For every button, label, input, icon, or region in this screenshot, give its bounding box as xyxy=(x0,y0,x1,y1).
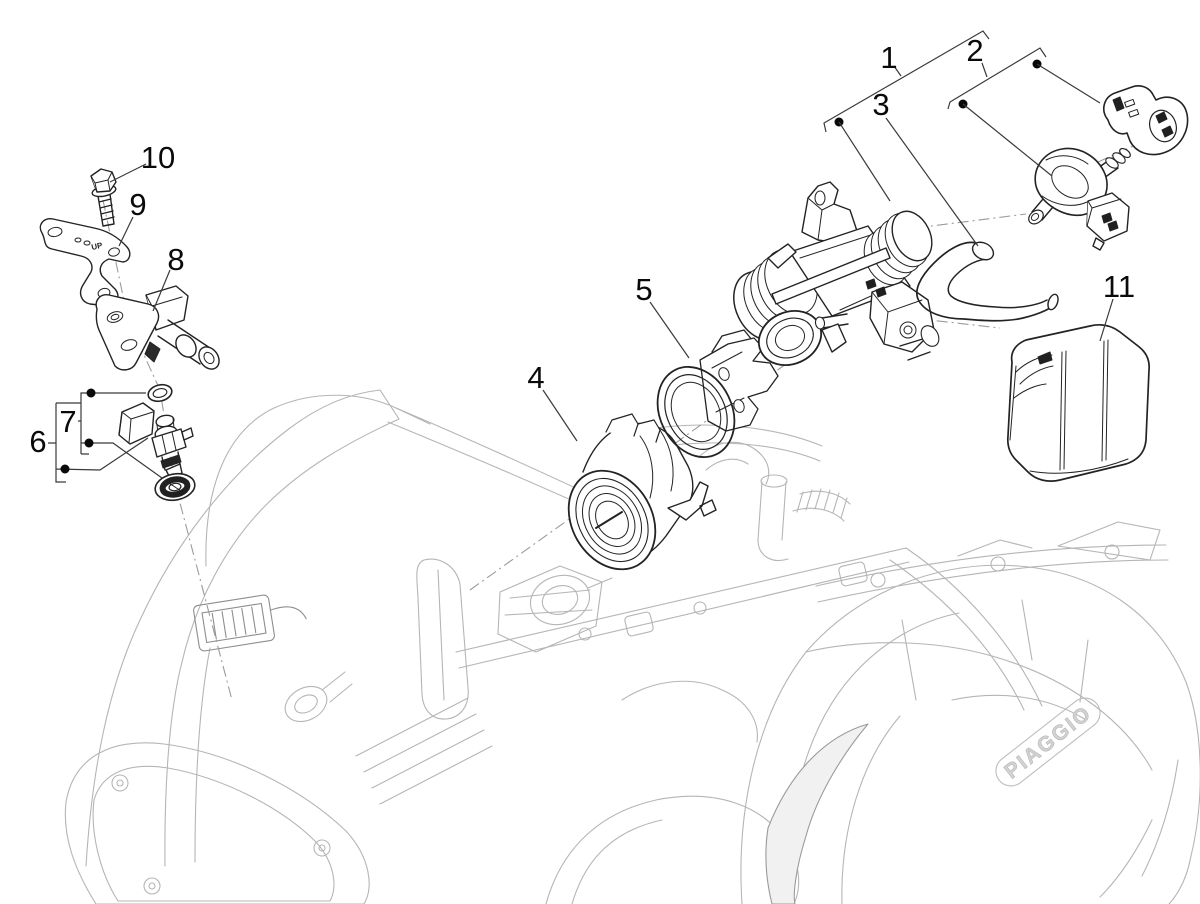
part-sensor xyxy=(95,285,220,371)
callout-7-label: 7 xyxy=(59,404,76,439)
part-purge-valve xyxy=(1028,147,1131,251)
callouts: 1 2 3 4 5 6 7 xyxy=(29,30,1135,483)
callout-3-label: 3 xyxy=(872,87,889,122)
callout-1-label: 1 xyxy=(880,40,897,75)
coolant-hose xyxy=(545,795,800,904)
frame-shroud xyxy=(205,394,431,567)
callout-6: 6 xyxy=(29,402,149,483)
callout-8: 8 xyxy=(152,242,185,312)
callout-2-dot-b xyxy=(1032,59,1042,69)
part-seal xyxy=(154,472,196,502)
part-clamp xyxy=(656,329,779,458)
intake-runner xyxy=(416,558,469,720)
callout-7: 7 xyxy=(59,388,163,479)
cvt-blade xyxy=(765,723,869,904)
up-marking-text: UP xyxy=(91,241,104,252)
part-rubber-cover xyxy=(1006,323,1150,482)
callout-5-label: 5 xyxy=(635,272,652,307)
piaggio-brand-text: PIAGGIO xyxy=(1000,701,1096,783)
callout-6-dot xyxy=(60,464,70,474)
callout-4: 4 xyxy=(527,360,578,442)
part-oring xyxy=(147,383,173,403)
frame-rail xyxy=(455,547,910,669)
ribbed-hose xyxy=(792,488,851,522)
callout-10: 10 xyxy=(109,140,175,183)
ecu-connector xyxy=(193,594,307,652)
part-injector xyxy=(118,402,194,483)
callout-7-dot-a xyxy=(86,388,96,398)
part-retaining-clip xyxy=(1103,85,1189,156)
callout-3: 3 xyxy=(872,87,979,247)
frame-downtube xyxy=(85,389,400,867)
cvt-cover xyxy=(740,564,1200,904)
callout-4-label: 4 xyxy=(527,360,544,395)
part-hose xyxy=(915,241,1059,322)
callout-7-dot-b xyxy=(84,438,94,448)
callout-2-label: 2 xyxy=(966,33,983,68)
callout-6-label: 6 xyxy=(29,424,46,459)
cylinder-fins xyxy=(355,697,493,805)
callout-1: 1 xyxy=(823,30,990,202)
part-bolt xyxy=(90,168,117,227)
callout-5: 5 xyxy=(635,272,690,359)
purge-axis xyxy=(915,213,1027,229)
callout-9: 9 xyxy=(118,187,147,247)
cover-axis xyxy=(894,315,1001,329)
part-intake-coupling xyxy=(567,413,717,571)
callout-11-label: 11 xyxy=(1103,269,1135,304)
callout-9-label: 9 xyxy=(129,187,146,222)
callout-8-label: 8 xyxy=(167,242,184,277)
piaggio-badge: PIAGGIO xyxy=(995,697,1101,787)
callout-10-label: 10 xyxy=(141,140,175,175)
callout-11: 11 xyxy=(1099,269,1135,342)
valve-cover xyxy=(64,742,370,904)
callout-2: 2 xyxy=(947,33,1101,177)
